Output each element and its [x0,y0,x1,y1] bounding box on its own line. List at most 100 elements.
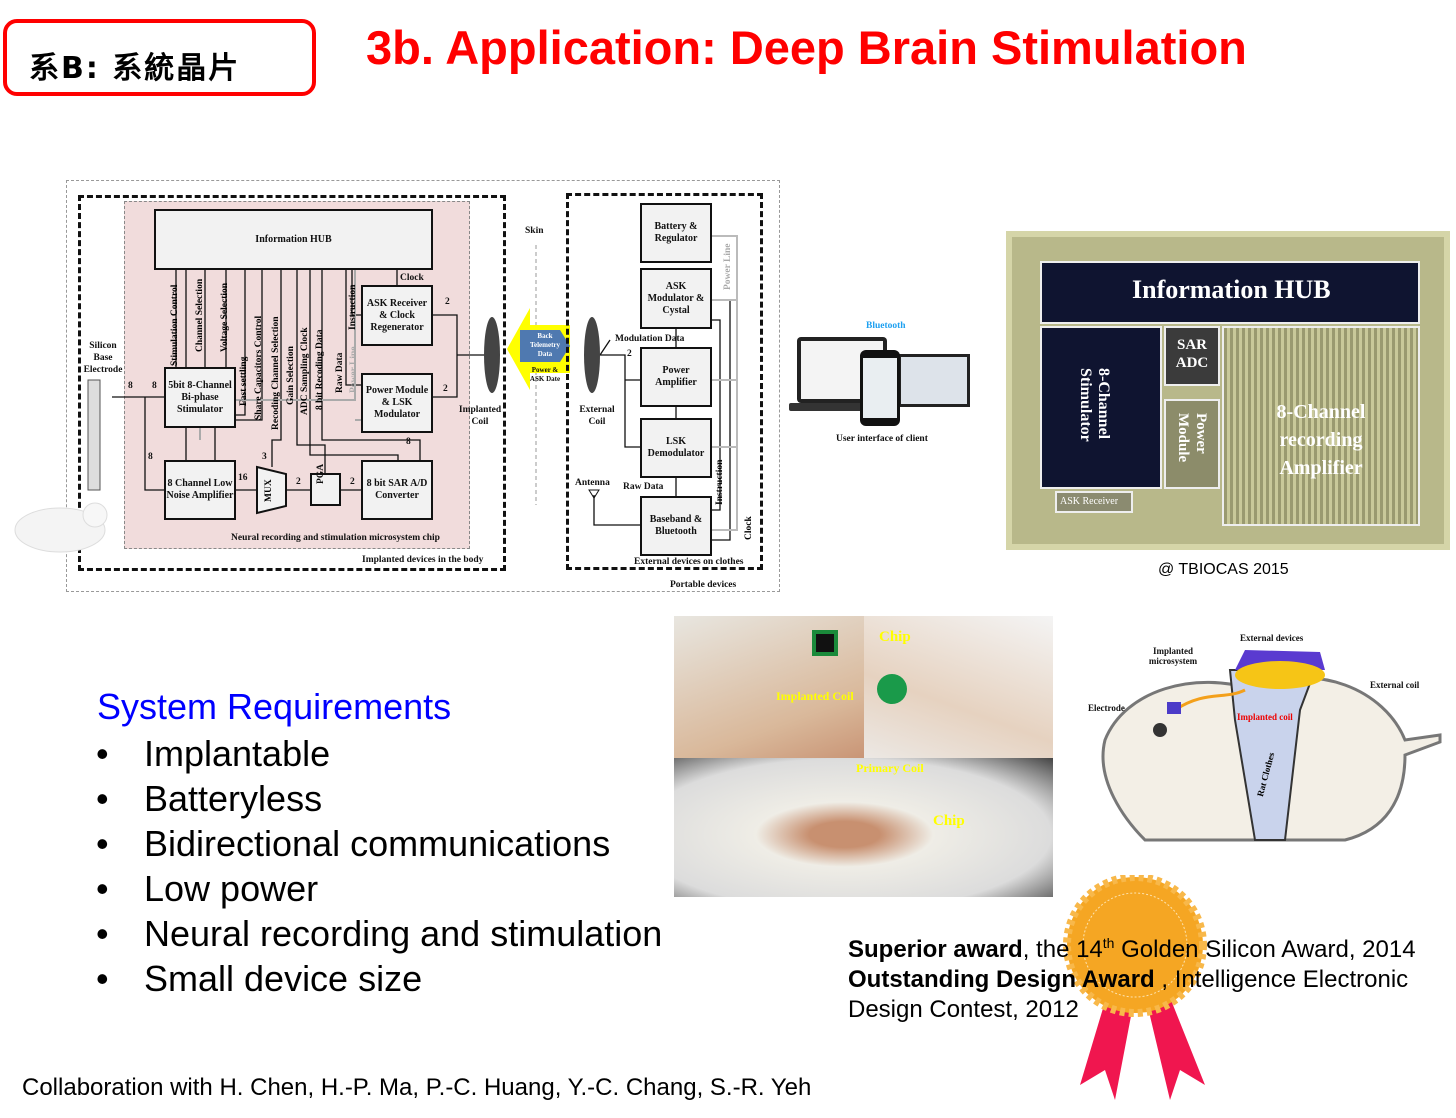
block-pga: PGA [310,463,341,506]
signal-label: Share Capacitors Control [254,315,264,420]
bluetooth-label: Bluetooth [866,321,906,331]
block-stimulator: 5bit 8-Channel Bi-phase Stimulator [164,367,236,428]
power-line-label: Power Line [723,243,733,290]
external-frame [566,193,763,570]
die-hub: Information HUB [1040,261,1420,324]
award-1-sup: th [1102,935,1115,951]
rat-illustration [1101,650,1442,842]
clock-label: Clock [400,273,424,283]
external-coil-label: External Coil [579,405,615,427]
label-implanted-coil: Implanted coil [1237,712,1293,722]
block-ask-modulator: ASK Modulator & Cystal [640,268,712,329]
award-2-text: , Intelligence Electronic Design Contest… [848,966,1409,1023]
implanted-coil-label: Implanted Coil [458,405,502,427]
requirement-item: •Bidirectional communications [96,823,611,864]
signal-label: Channel Selection [195,278,205,352]
block-ask-receiver: ASK Receiver & Clock Regenerator [361,285,433,346]
requirement-text: Implantable [144,733,331,774]
block-information-hub: Information HUB [154,209,433,270]
bus-width: 8 [406,437,411,447]
award-1-title: Superior award [848,936,1023,963]
modulation-data-label: Modulation Data [615,334,685,344]
coil-pcb-icon [877,674,907,704]
die-stimulator: 8-Channel Stimulator [1040,326,1162,489]
skin-label: Skin [525,226,544,236]
requirement-item: •Low power [96,868,319,909]
die-sar-adc: SAR ADC [1164,326,1220,386]
signal-label: Gain Selection [286,346,296,405]
antenna-label: Antenna [575,478,610,488]
section-tag: 系B: 系統晶片 [3,19,316,96]
implanted-caption: Implanted devices in the body [362,555,484,565]
portable-frame [66,180,780,592]
requirement-text: Batteryless [144,778,323,819]
requirement-text: Small device size [144,958,423,999]
bus-width: 2 [443,384,448,394]
award-medal-icon [1063,875,1207,1100]
bus-width: 2 [296,477,301,487]
clock-label: Clock [744,516,754,540]
photo-label-chip-2: Chip [933,813,965,829]
signal-label: Recoding Channel Selection [271,316,281,430]
die-power-module: Power Module [1164,399,1220,489]
bus-width: 8 [152,381,157,391]
photo-rat [674,758,1053,897]
requirement-item: •Batteryless [96,778,323,819]
block-lsk-demodulator: LSK Demodulator [640,418,712,478]
requirement-item: •Neural recording and stimulation [96,913,663,954]
bus-width: 8 [128,381,133,391]
requirement-item: •Implantable [96,733,331,774]
pga-label: PGA [316,463,327,484]
external-coil-icon [584,317,600,393]
power-ask-label: Power & ASK Date [529,366,561,383]
electrode-label: Silicon Base Electrode [83,341,123,375]
photo-label-primary-coil: Primary Coil [856,761,924,775]
requirements-heading: System Requirements [97,686,452,727]
back-telemetry-label: Back Telemetry Data [529,332,561,358]
page-title: 3b. Application: Deep Brain Stimulation [366,21,1247,74]
signal-label: Raw Data [335,352,345,393]
label-implanted-microsystem: Implanted microsystem [1148,646,1198,666]
signal-label: ADC Sampling Clock [300,327,310,415]
requirement-item: •Small device size [96,958,423,999]
photo-label-coil: Implanted Coil [776,689,854,703]
client-label: User interface of client [836,434,928,444]
collaboration-note: Collaboration with H. Chen, H.-P. Ma, P.… [22,1074,812,1101]
chip-pcb-icon [812,630,838,656]
requirement-text: Low power [144,868,319,909]
label-external-devices: External devices [1240,633,1304,643]
award-1-text: , the 14 [1022,936,1103,963]
signal-label: Stimulation Control [170,284,180,366]
award-2-title: Outstanding Design Award [848,966,1155,993]
award-1-text: Golden Silicon Award, 2014 [1114,936,1416,963]
awards-text: Superior award, the 14th Golden Silicon … [848,928,1456,1025]
bus-width: 8 [148,452,153,462]
portable-caption: Portable devices [670,580,737,590]
electrode-probe-icon [87,379,101,491]
die-stimulator-label: 8-Channel Stimulator [1077,368,1112,442]
bus-width: 2 [350,477,355,487]
block-battery: Battery & Regulator [640,203,712,263]
mux-shape [256,465,287,515]
mux-label: MUX [264,479,274,502]
bus-width: 3 [262,452,267,462]
tablet-icon [898,354,970,407]
die-ask-receiver: ASK Receiver [1055,491,1133,513]
signal-label: Power Line [349,346,359,393]
signal-label: 8 bit Recoding Data [315,329,325,411]
requirement-text: Neural recording and stimulation [144,913,663,954]
implanted-coil-icon [484,317,500,393]
raw-data-label: Raw Data [623,482,664,492]
antenna-icon [588,489,600,499]
bus-width: 16 [238,473,248,483]
implanted-frame [78,195,506,571]
external-caption: External devices on clothes [634,557,744,567]
photo-label-chip: Chip [879,629,911,645]
block-power-amplifier: Power Amplifier [640,347,712,407]
requirement-text: Bidirectional communications [144,823,611,864]
block-sar-adc: 8 bit SAR A/D Converter [361,460,433,520]
signal-label: Fast settling [239,356,249,406]
bus-width: 2 [627,349,632,359]
chip-die-photo: Information HUB 8-Channel Stimulator SAR… [1006,231,1450,550]
rat-icon [14,507,106,553]
